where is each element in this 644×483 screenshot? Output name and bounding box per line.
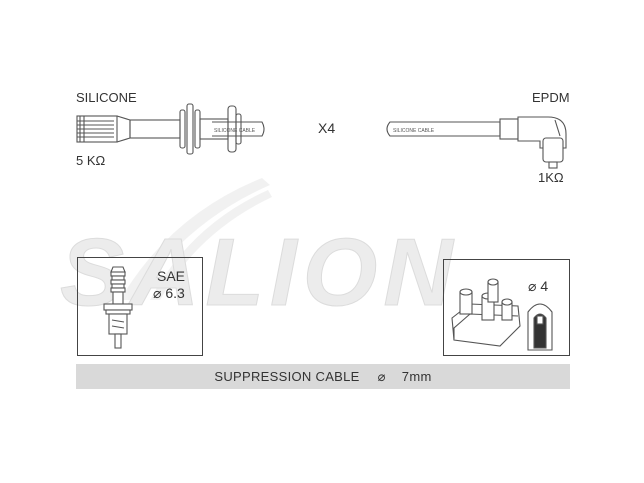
suppression-cable-bar: SUPPRESSION CABLE ⌀ 7mm — [76, 364, 570, 389]
terminal-box — [443, 259, 570, 356]
silicone-label: SILICONE — [76, 90, 137, 105]
right-cable-print: SILICONE CABLE — [393, 128, 435, 134]
left-resistance-label: 5 KΩ — [76, 153, 106, 168]
plug-diameter-label: ⌀ 6.3 — [153, 285, 185, 301]
left-cable-print: SILICONE CABLE — [214, 128, 256, 134]
plug-type-label: SAE — [157, 268, 186, 284]
cable-bar-label: SUPPRESSION CABLE — [214, 369, 360, 384]
spark-plug-box — [77, 257, 203, 356]
cable-bar-symbol: ⌀ — [377, 368, 386, 384]
cable-bar-size: 7mm — [401, 369, 432, 384]
epdm-label: EPDM — [532, 90, 570, 105]
right-resistance-label: 1KΩ — [538, 170, 564, 185]
quantity-label: X4 — [318, 120, 336, 136]
terminal-diameter-label: ⌀ 4 — [528, 278, 549, 294]
